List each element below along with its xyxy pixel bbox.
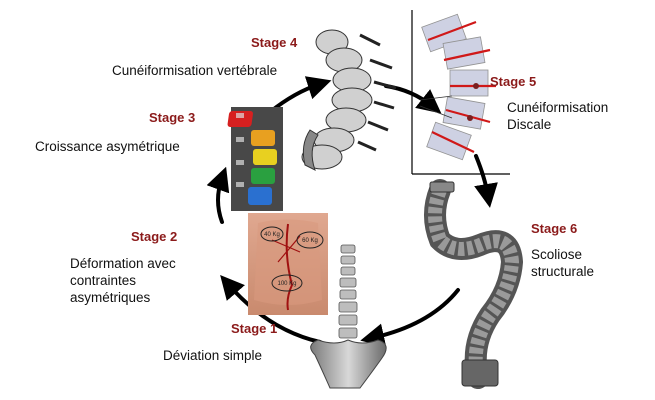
stage-2-description: Déformation avec contraintes asymétrique… <box>70 256 176 305</box>
stage-1-title: Stage 1 <box>231 321 278 336</box>
arrow-stage1-to-stage2 <box>220 274 322 344</box>
stage-3-description: Croissance asymétrique <box>35 139 180 154</box>
left-weight-circle <box>260 226 284 242</box>
curved-spine-sketch-image <box>301 29 397 171</box>
bottom-weight-label: 100 Kg <box>277 281 296 287</box>
arrow-stage2-to-stage3 <box>206 166 230 224</box>
arrow-stage6-to-stage1 <box>360 288 460 348</box>
stage-1-description: Déviation simple <box>163 348 263 363</box>
right-weight-circle <box>296 231 324 249</box>
left-weight-label: 40 Kg <box>264 232 280 238</box>
stage-4-description: Cunéiformisation vertébrale <box>112 63 278 78</box>
right-weight-label: 60 Kg <box>302 238 318 244</box>
bottom-weight-circle <box>271 274 303 292</box>
stage-3-title: Stage 3 <box>149 110 196 125</box>
colored-vertebrae-xray-image <box>227 107 283 211</box>
stage-6-description: Scoliose structurale <box>531 247 595 279</box>
pelvis-straight-spine-image <box>310 244 387 389</box>
back-photo-image: 40 Kg 60 Kg 100 Kg <box>248 213 328 315</box>
scoliosis-spine-image <box>424 179 524 389</box>
stage-5-title: Stage 5 <box>490 74 537 89</box>
stage-6-title: Stage 6 <box>531 221 578 236</box>
stage-4-title: Stage 4 <box>251 35 298 50</box>
stage-2-title: Stage 2 <box>131 229 178 244</box>
stage-5-description: Cunéiformisation Discale <box>507 100 609 132</box>
arrow-stage5-to-stage6 <box>474 154 498 208</box>
disc-wedging-diagram-image <box>411 10 510 175</box>
arrow-stage4-to-stage5 <box>384 84 442 114</box>
